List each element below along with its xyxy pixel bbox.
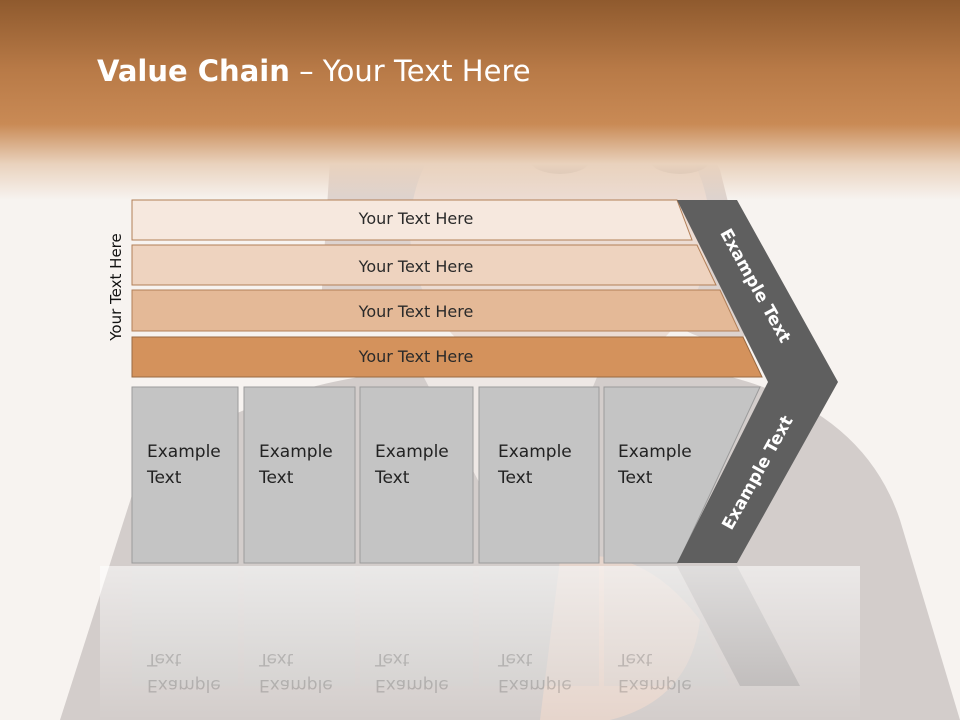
page-title: Value Chain – Your Text Here (97, 54, 531, 88)
bar-3[interactable] (131, 289, 740, 332)
cell-3-line1: Example (375, 442, 449, 462)
svg-text:Example: Example (147, 675, 221, 695)
bar-4[interactable] (131, 336, 763, 378)
cell-4-line1: Example (498, 442, 572, 462)
chevron-shape[interactable] (677, 200, 838, 563)
cell-3-line2: Text (375, 468, 410, 488)
cell-1[interactable] (131, 386, 239, 564)
header-band (0, 0, 960, 200)
svg-text:Example: Example (259, 675, 333, 695)
title-bold: Value Chain (97, 54, 290, 88)
cell-1-line2: Text (147, 468, 182, 488)
cell-1-line1: Example (147, 442, 221, 462)
bar-2-label: Your Text Here (358, 257, 474, 276)
svg-text:Text: Text (497, 649, 533, 669)
svg-text:Text: Text (374, 649, 410, 669)
svg-text:Example: Example (375, 675, 449, 695)
bar-1-label: Your Text Here (358, 209, 474, 228)
svg-text:Example: Example (618, 675, 692, 695)
cell-2[interactable] (243, 386, 356, 564)
cell-5-line2: Text (618, 468, 653, 488)
cell-2-line2: Text (259, 468, 294, 488)
cell-4-line2: Text (498, 468, 533, 488)
svg-text:Text: Text (617, 649, 653, 669)
cell-3[interactable] (359, 386, 474, 564)
svg-text:Text: Text (258, 649, 294, 669)
svg-text:Text: Text (146, 649, 182, 669)
title-rest: – Your Text Here (289, 54, 531, 88)
bar-2[interactable] (131, 244, 717, 286)
cell-4[interactable] (478, 386, 600, 564)
cell-5-line1: Example (618, 442, 692, 462)
reflection-text: Example Text Example Text Example Text Exam… (146, 649, 692, 695)
bar-1[interactable] (131, 199, 693, 241)
bar-4-label: Your Text Here (358, 347, 474, 366)
svg-text:Example: Example (498, 675, 572, 695)
cell-2-line1: Example (259, 442, 333, 462)
bar-3-label: Your Text Here (358, 302, 474, 321)
